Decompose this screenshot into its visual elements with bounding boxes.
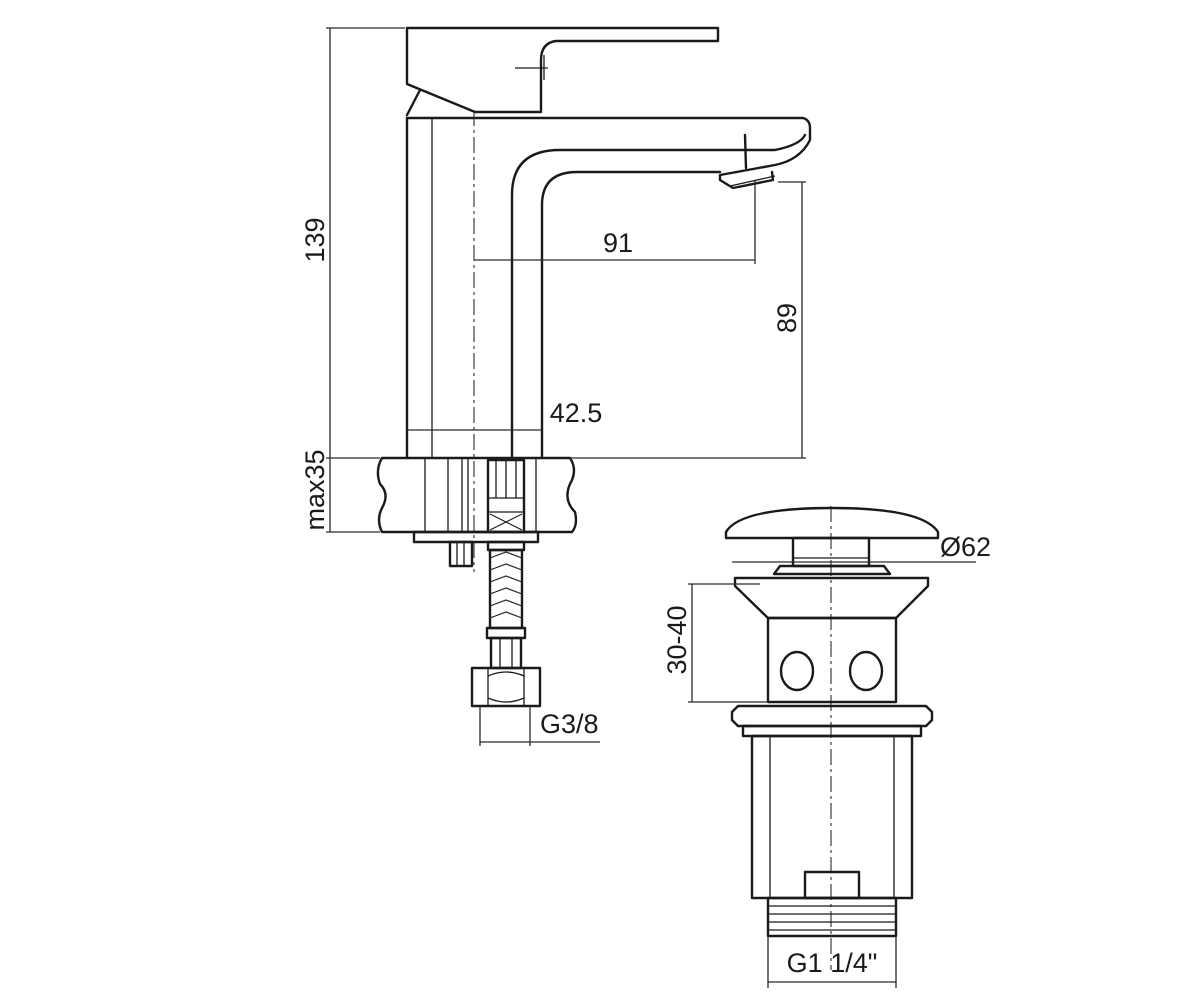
flexible-hose xyxy=(470,540,542,708)
dimension-mount-label: max35 xyxy=(300,449,330,530)
mounting-counter-section xyxy=(376,456,578,568)
dimension-thread: G1 1/4" xyxy=(767,936,897,988)
drain-flange xyxy=(730,704,934,738)
drain-body-upper xyxy=(733,576,930,704)
drain-drawing: Ø62 30-40 G1 1/4" xyxy=(662,506,991,988)
dimension-diameter-label: Ø62 xyxy=(940,532,991,562)
faucet-body xyxy=(405,116,812,460)
faucet-drawing: 139 max35 91 89 42.5 xyxy=(300,26,812,746)
dimension-reach: 91 xyxy=(474,180,756,264)
dimension-height-label: 139 xyxy=(300,217,330,262)
dimension-connection: G3/8 xyxy=(479,706,600,746)
dimension-body-label: 42.5 xyxy=(550,398,603,428)
dimension-reach-label: 91 xyxy=(603,228,633,258)
dimension-spout-height-label: 89 xyxy=(772,303,802,333)
dimension-height: 139 xyxy=(300,27,405,459)
dimension-spout-height: 89 xyxy=(570,181,806,459)
dimension-thread-label: G1 1/4" xyxy=(787,948,878,978)
dimension-diameter: Ø62 xyxy=(732,532,991,563)
dimension-mount: max35 xyxy=(300,449,380,533)
drain-cap xyxy=(724,506,940,576)
dimension-range: 30-40 xyxy=(662,583,768,703)
drain-body-lower xyxy=(750,734,914,938)
dimension-range-label: 30-40 xyxy=(662,605,692,674)
faucet-lever-handle xyxy=(405,26,720,117)
dimension-connection-label: G3/8 xyxy=(540,709,599,739)
dimension-body: 42.5 xyxy=(407,398,603,431)
